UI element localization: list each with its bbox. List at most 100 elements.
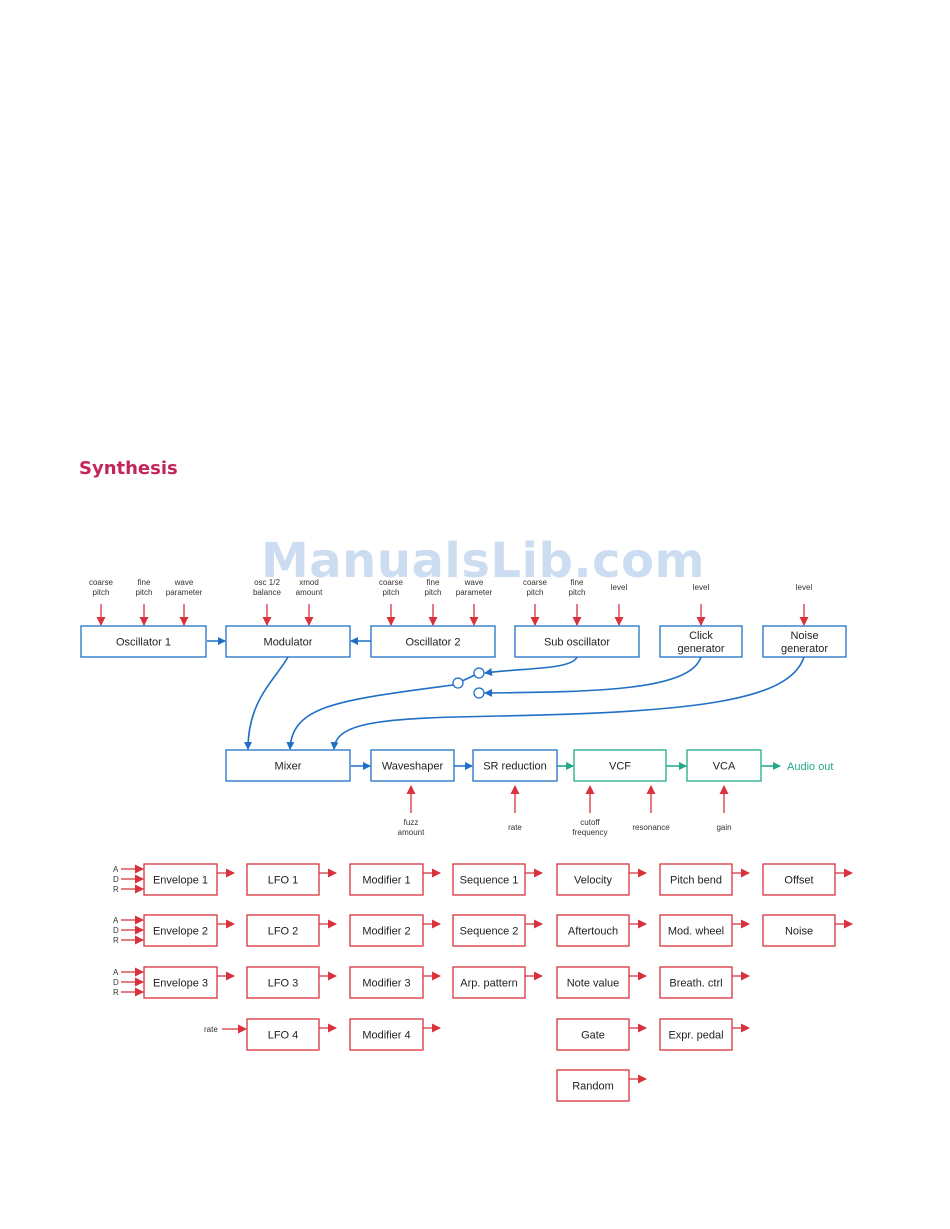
click-to-switch-wire (484, 656, 702, 697)
envelope-2-input-r: R (113, 936, 119, 945)
sequence-2-label: Sequence 2 (460, 925, 519, 937)
click-param-level-label: level (693, 583, 710, 592)
switch-terminal-click (473, 687, 485, 699)
lfo-3-block (246, 966, 320, 999)
oscillator-2-label: Oscillator 2 (405, 636, 460, 648)
modifier-2-block (349, 914, 424, 947)
envelope-1-label: Envelope 1 (153, 874, 208, 886)
mixer-label: Mixer (275, 760, 302, 772)
noise-generator-block (762, 625, 847, 658)
envelope-3-input-d: D (113, 978, 119, 987)
vcf-label: VCF (609, 760, 631, 772)
note-value-label: Note value (567, 977, 620, 989)
mod-wheel-block (659, 914, 733, 947)
sequence-2-block (452, 914, 526, 947)
lfo-1-label: LFO 1 (268, 874, 299, 886)
click-generator-block (659, 625, 743, 658)
envelope-3-block (143, 966, 218, 999)
envelope-2-input-d: D (113, 926, 119, 935)
modulator-block (225, 625, 351, 658)
offset-block (762, 863, 836, 896)
noise-param-level-label: level (796, 583, 813, 592)
noise-to-mixer-wire (330, 656, 805, 750)
sequence-1-label: Sequence 1 (460, 874, 519, 886)
arp-pattern-label: Arp. pattern (460, 977, 517, 989)
vca-block (686, 749, 762, 782)
envelope-1-input-d: D (113, 875, 119, 884)
lfo-1-block (246, 863, 320, 896)
velocity-block (556, 863, 630, 896)
modifier-4-label: Modifier 4 (362, 1029, 410, 1041)
pitch-bend-label: Pitch bend (670, 874, 722, 886)
audio-out-label: Audio out (787, 761, 833, 773)
breath-ctrl-block (659, 966, 733, 999)
noise-block (762, 914, 836, 947)
gate-block (556, 1018, 630, 1051)
mixer-block (225, 749, 351, 782)
modifier-1-label: Modifier 1 (362, 874, 410, 886)
lfo-4-rate-input-label: rate (204, 1025, 218, 1034)
envelope-1-input-r: R (113, 885, 119, 894)
breath-ctrl-label: Breath. ctrl (669, 977, 722, 989)
sub-to-switch-wire (484, 656, 578, 676)
oscillator-1-label: Oscillator 1 (116, 636, 171, 648)
envelope-2-block (143, 914, 218, 947)
mod-wheel-label: Mod. wheel (668, 925, 724, 937)
sub-oscillator-label: Sub oscillator (544, 636, 610, 648)
sr-param-rate-label: rate (508, 823, 522, 832)
sr-reduction-block (472, 749, 558, 782)
switch-terminal-sub (473, 667, 485, 679)
waveshaper-block (370, 749, 455, 782)
modifier-1-block (349, 863, 424, 896)
modifier-2-label: Modifier 2 (362, 925, 410, 937)
aftertouch-label: Aftertouch (568, 925, 618, 937)
note-value-block (556, 966, 630, 999)
oscillator-1-block (80, 625, 207, 658)
vca-label: VCA (713, 760, 736, 772)
sub-oscillator-block (514, 625, 640, 658)
sr-reduction-label: SR reduction (483, 760, 547, 772)
envelope-1-input-a: A (113, 865, 119, 874)
noise-label: Noise (785, 925, 813, 937)
envelope-3-label: Envelope 3 (153, 977, 208, 989)
arp-pattern-block (452, 966, 526, 999)
envelope-1-block (143, 863, 218, 896)
lfo-4-block (246, 1018, 320, 1051)
modulator-label: Modulator (264, 636, 313, 648)
modulator-to-mixer-wire (244, 656, 289, 750)
waveshaper-label: Waveshaper (382, 760, 444, 772)
vca-param-gain-label: gain (716, 823, 731, 832)
modifier-4-block (349, 1018, 424, 1051)
modifier-3-block (349, 966, 424, 999)
oscillator-2-block (370, 625, 496, 658)
offset-label: Offset (784, 874, 813, 886)
envelope-3-input-a: A (113, 968, 119, 977)
envelope-2-label: Envelope 2 (153, 925, 208, 937)
expr-pedal-block (659, 1018, 733, 1051)
random-block (556, 1069, 630, 1102)
switch-common-terminal (452, 677, 464, 689)
lfo-4-label: LFO 4 (268, 1029, 299, 1041)
switch-to-mixer-wire (286, 684, 454, 750)
modifier-3-label: Modifier 3 (362, 977, 410, 989)
lfo-3-label: LFO 3 (268, 977, 299, 989)
random-label: Random (572, 1080, 614, 1092)
switch-lever (461, 674, 476, 682)
sub-param-level-label: level (611, 583, 628, 592)
pitch-bend-block (659, 863, 733, 896)
gate-label: Gate (581, 1029, 605, 1041)
